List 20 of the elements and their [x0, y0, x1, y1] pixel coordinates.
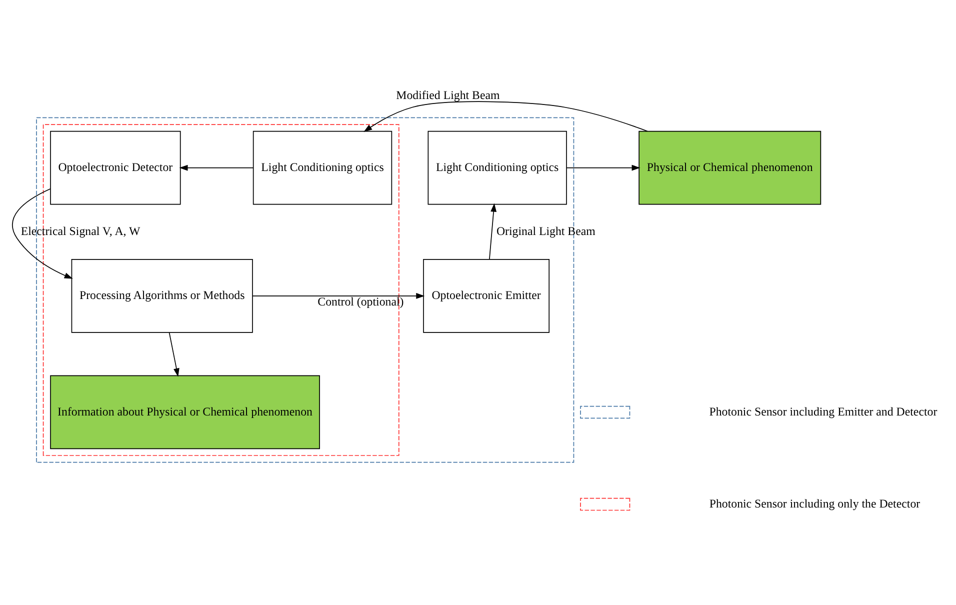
arrow	[566, 164, 640, 170]
node-box: Information about Physical or Chemical phenomenon	[50, 374, 320, 449]
node-box: Optoelectronic Detector	[50, 130, 181, 204]
edge-label: Modified Light Beam	[396, 87, 500, 102]
arrow	[364, 100, 648, 132]
edge-label: Control (optional)	[318, 294, 404, 308]
node-box: Light Conditioning optics	[252, 130, 392, 204]
arrow	[12, 188, 73, 278]
arrow	[179, 164, 254, 170]
arrow	[489, 202, 497, 260]
arrow	[252, 292, 425, 298]
node-box: Processing Algorithms or Methods	[71, 258, 253, 332]
edge-label: Original Light Beam	[496, 224, 596, 238]
node-box: Optoelectronic Emitter	[423, 258, 550, 332]
arrow	[168, 332, 180, 376]
edge-label: Electrical Signal V, A, W	[20, 224, 140, 238]
node-box: Physical or Chemical phenomenon	[638, 130, 822, 204]
node-box: Light Conditioning optics	[428, 130, 567, 204]
legend-label: Photonic Sensor including Emitter and Detector	[709, 404, 938, 418]
legend-label: Photonic Sensor including only the Detector	[709, 496, 920, 510]
